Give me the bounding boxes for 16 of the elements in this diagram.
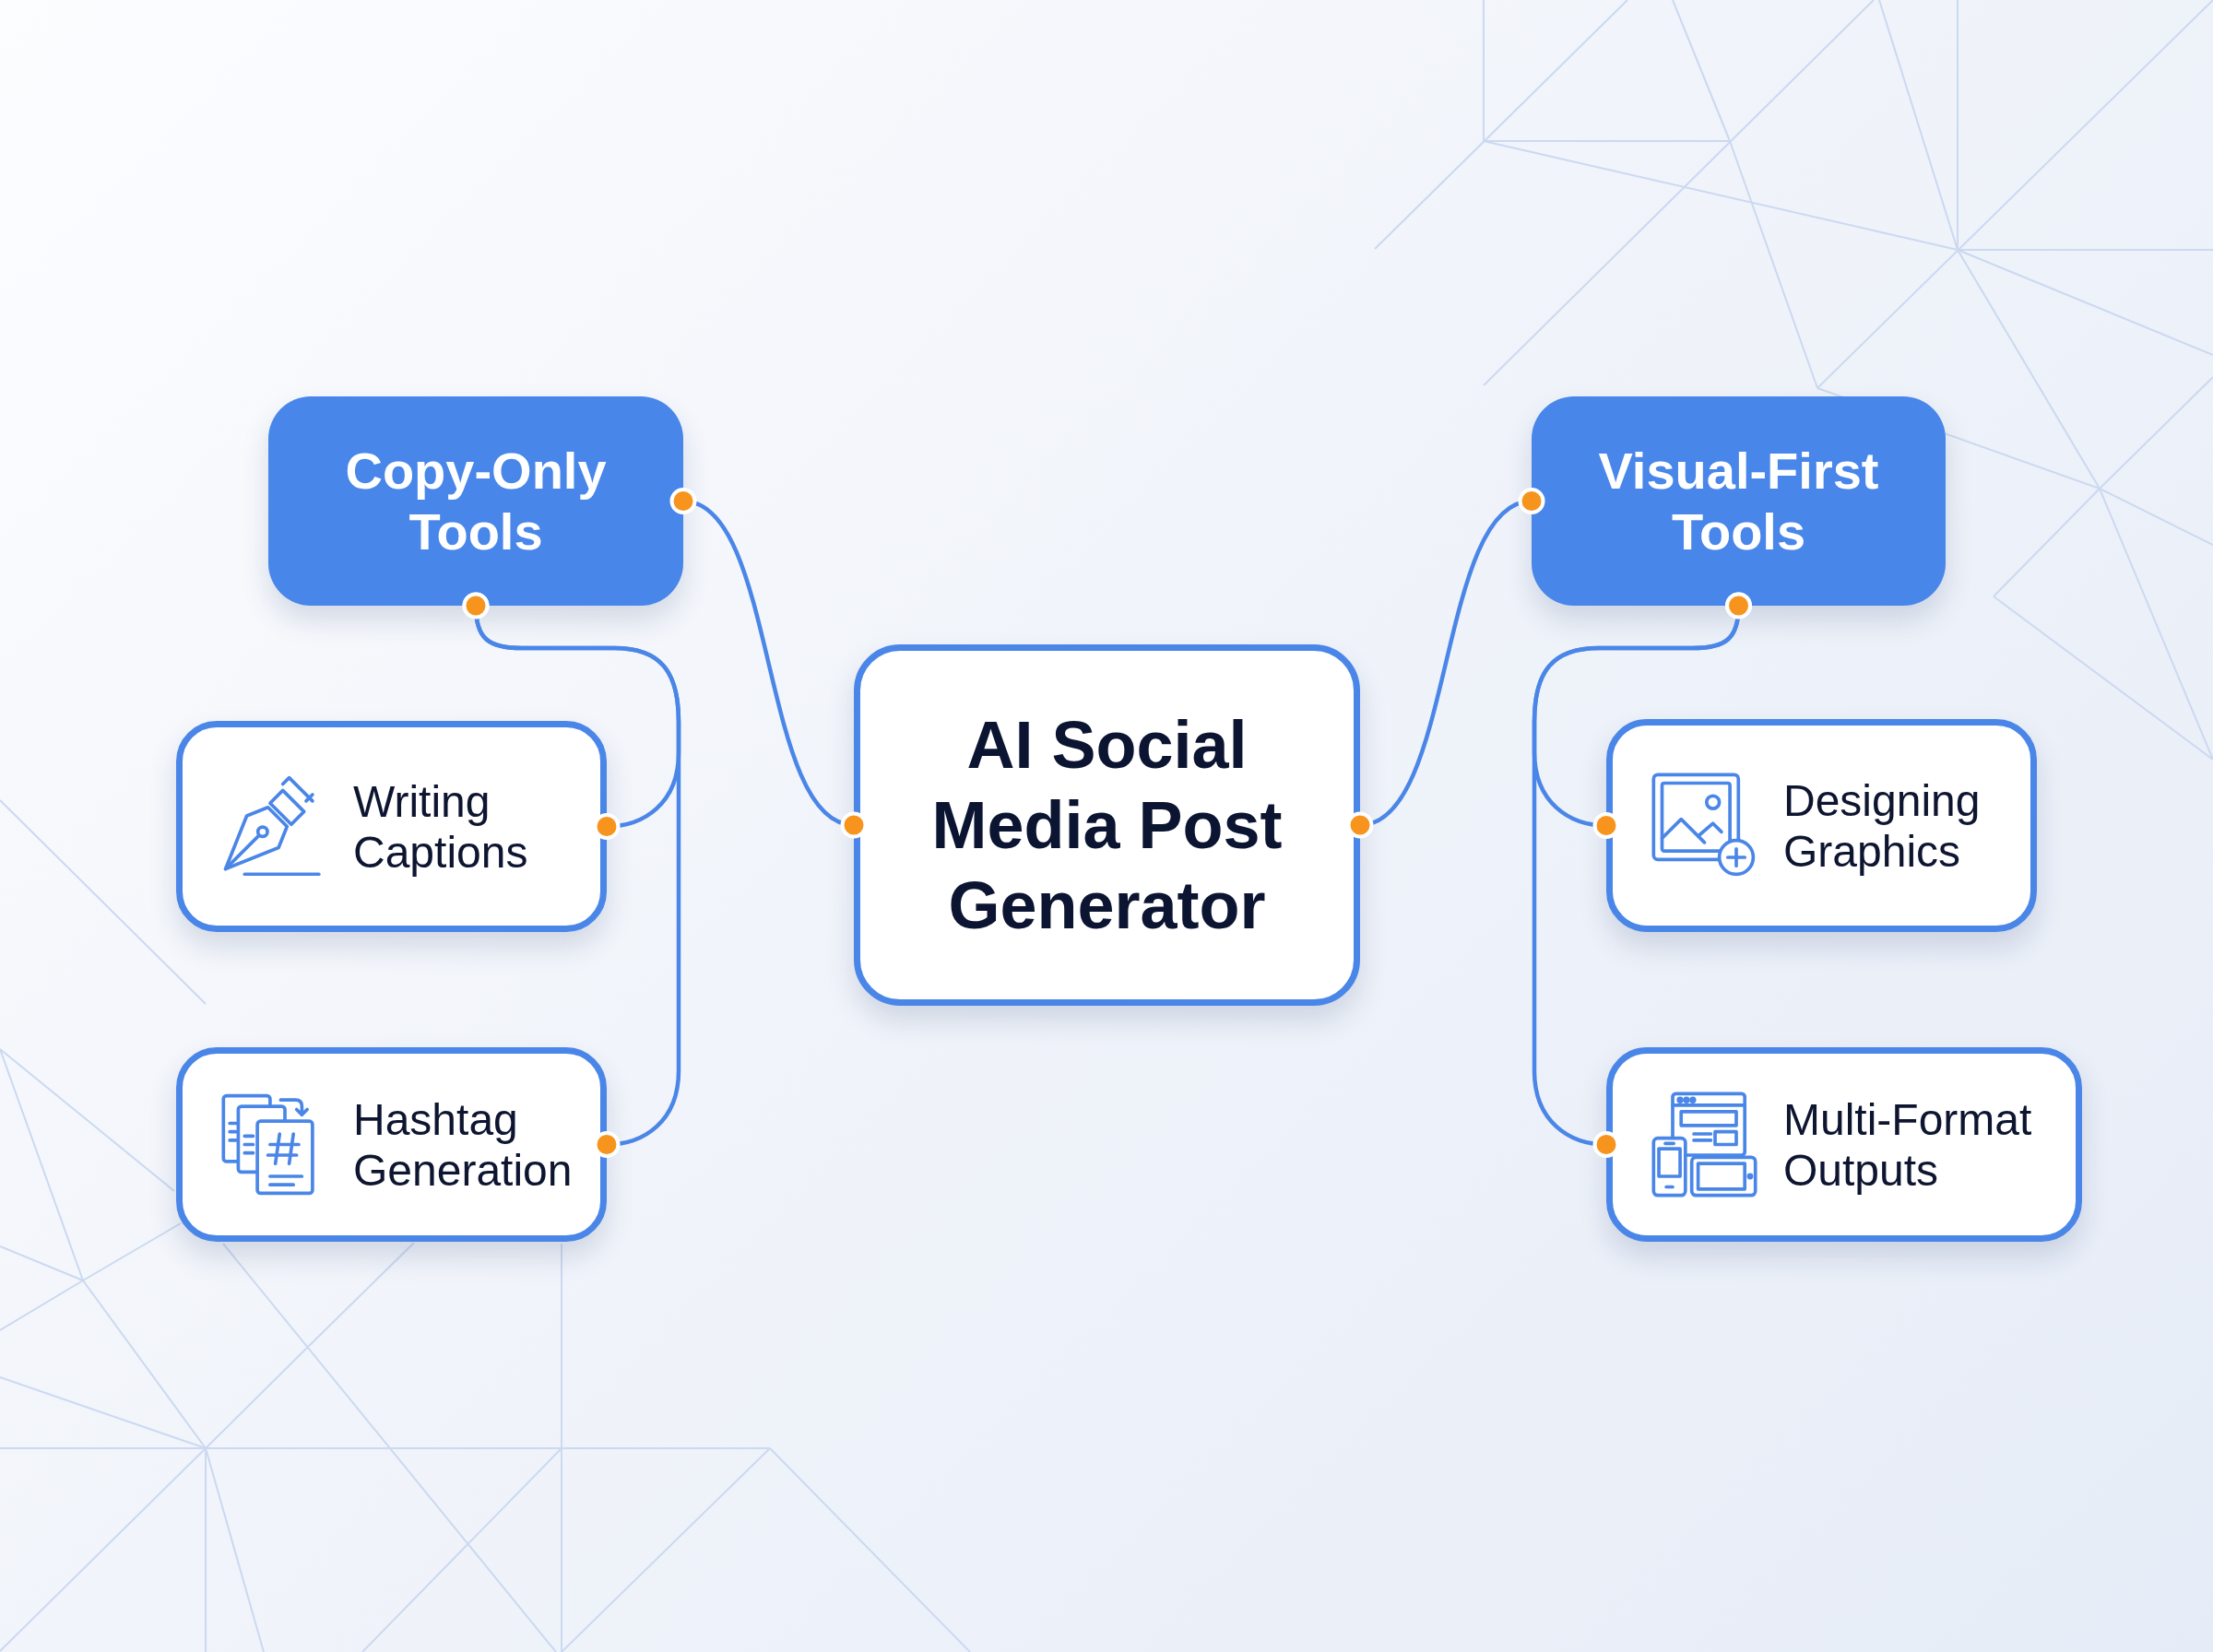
category-box: [1532, 396, 1946, 606]
feature-card: [176, 721, 607, 932]
feature-card: [1606, 1047, 2082, 1242]
feature-label: Writing Captions: [353, 775, 529, 878]
feature-card: [1606, 719, 2037, 932]
feature-label: Multi-Format Outputs: [1783, 1093, 2033, 1196]
feature-card: [176, 1047, 607, 1242]
feature-label: Designing Graphics: [1783, 774, 1982, 877]
category-title: Copy-Only Tools: [344, 440, 608, 562]
feature-label: Hashtag Generation: [353, 1093, 574, 1196]
category-title: Visual-First Tools: [1597, 440, 1880, 562]
category-box: [268, 396, 683, 606]
central-topic-box: [854, 644, 1360, 1006]
central-title: AI Social Media Post Generator: [930, 706, 1284, 944]
connector-line: [462, 592, 681, 1158]
connector-line: [1532, 592, 1752, 1158]
